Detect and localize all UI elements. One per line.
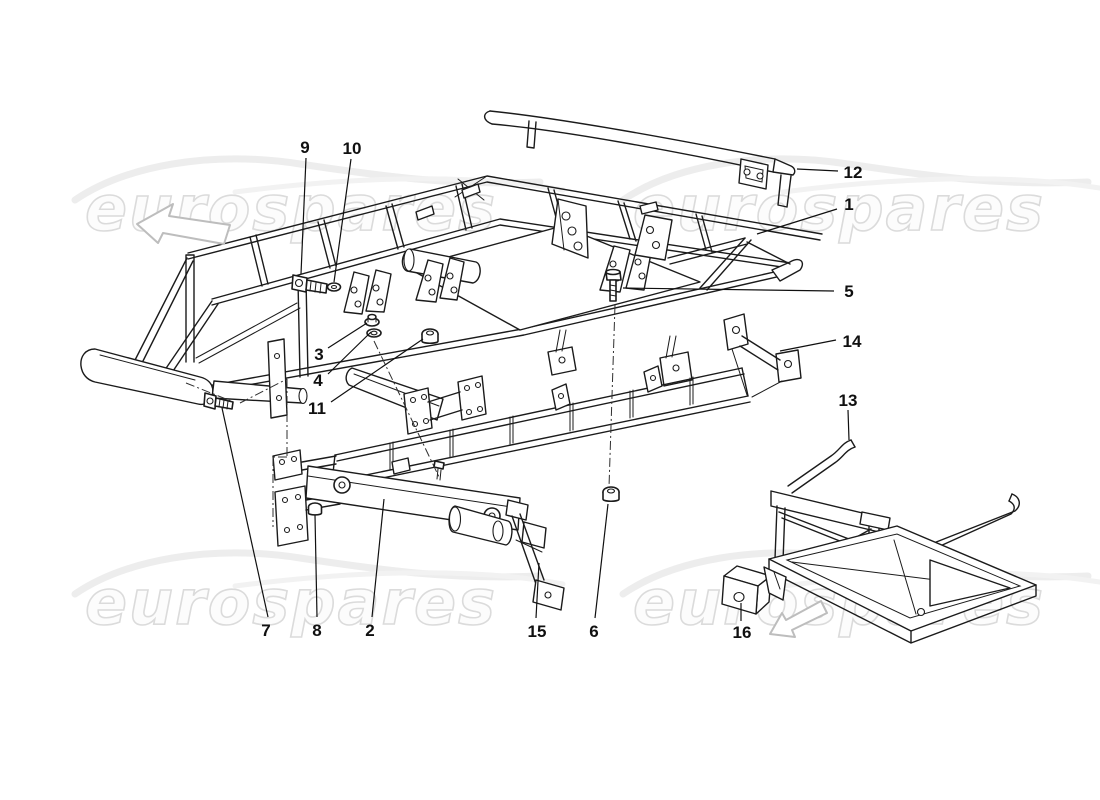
support-stand-drawing <box>768 439 1037 644</box>
leader-line-8 <box>314 514 318 618</box>
watermark-swoosh-tail <box>232 570 566 589</box>
part-label-1: 1 <box>844 195 853 214</box>
part-label-11: 11 <box>308 399 326 418</box>
watermark-swoosh <box>71 155 544 204</box>
bottom-right-arrow-icon <box>769 600 828 638</box>
leader-line-3 <box>327 322 368 349</box>
leader-line-12 <box>796 168 839 172</box>
part-label-3: 3 <box>314 345 323 364</box>
watermark-text: eurospares <box>633 172 1045 245</box>
part-label-2: 2 <box>365 621 374 640</box>
leader-line-14 <box>779 339 837 352</box>
leader-line-10 <box>333 158 352 283</box>
part-label-7: 7 <box>261 621 270 640</box>
top-left-arrow-icon <box>136 203 231 245</box>
watermark-swoosh <box>619 155 1092 204</box>
leader-line-13 <box>847 409 850 441</box>
part-label-9: 9 <box>300 138 309 157</box>
bolt-7 <box>203 392 234 410</box>
fasteners <box>203 268 622 516</box>
leader-line-15 <box>535 562 540 619</box>
watermark-swoosh-tail <box>780 176 1100 195</box>
part-label-12: 12 <box>844 163 863 182</box>
part-label-10: 10 <box>343 139 362 158</box>
part-label-14: 14 <box>843 332 862 351</box>
watermark-text: eurospares <box>85 566 497 639</box>
bolt-9 <box>291 274 328 294</box>
leader-line-9 <box>300 157 307 275</box>
part-label-6: 6 <box>589 622 598 641</box>
rear-frame-drawing <box>80 175 823 421</box>
part-label-16: 16 <box>733 623 752 642</box>
part-label-4: 4 <box>313 371 323 390</box>
pin-bolt <box>433 460 445 481</box>
part-label-13: 13 <box>839 391 858 410</box>
watermark-swoosh-tail <box>232 176 566 195</box>
direction-arrows <box>136 203 828 638</box>
leader-line-4 <box>327 331 372 375</box>
nut-6 <box>602 486 620 503</box>
part-label-8: 8 <box>312 621 321 640</box>
leader-line-11 <box>330 338 424 403</box>
roll-bar-drawing <box>483 110 796 208</box>
part-label-15: 15 <box>528 622 547 641</box>
washer-4 <box>366 328 382 338</box>
part-label-5: 5 <box>844 282 853 301</box>
nut-11 <box>421 328 439 345</box>
nut-8 <box>307 502 323 516</box>
leader-line-1 <box>756 208 838 235</box>
rear-subframe-drawing <box>272 313 802 611</box>
leader-line-7 <box>221 407 269 618</box>
leader-line-2 <box>371 498 385 618</box>
bolt-5 <box>605 268 622 302</box>
washer-10 <box>326 282 342 292</box>
watermark-swoosh <box>71 549 544 598</box>
rubber-pad-drawing <box>721 565 787 615</box>
watermark: eurospares <box>71 549 566 640</box>
center-lines <box>185 304 616 527</box>
washer-3 <box>364 313 380 327</box>
leader-line-5 <box>622 287 835 292</box>
leader-line-6 <box>594 503 609 619</box>
